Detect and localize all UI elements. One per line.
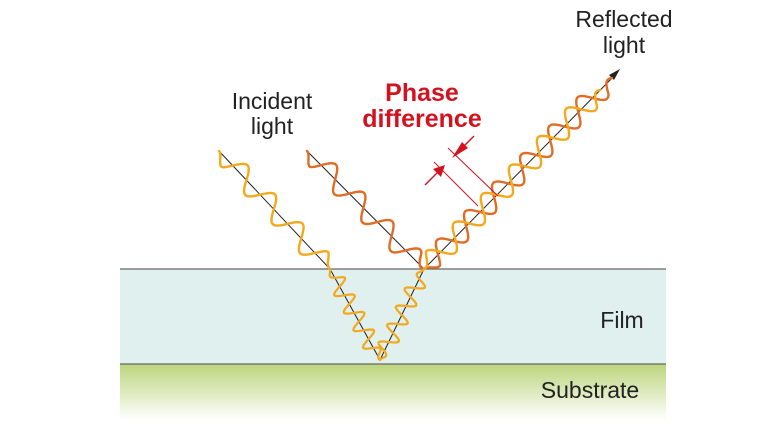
light-waves — [217, 76, 614, 362]
substrate-layer — [120, 364, 666, 420]
phase-arrow-shaft-2 — [424, 171, 439, 186]
incident-label-line2: light — [251, 113, 294, 139]
refracted-ray-down — [329, 268, 381, 361]
film-wave-down — [328, 267, 382, 362]
phase-guide-1 — [447, 147, 499, 197]
film-wave-up — [377, 267, 427, 362]
phase-arrowhead-1 — [452, 142, 468, 158]
incident-wave-yellow — [217, 149, 332, 271]
reflected-wave-orange — [422, 76, 614, 271]
reflected-label-line2: light — [603, 32, 646, 58]
reflected-label-line1: Reflected — [575, 6, 672, 32]
reflected-wave-yellow — [422, 88, 602, 271]
incident-wave-orange — [305, 149, 426, 271]
film-layer — [120, 269, 666, 364]
phase-difference-label-line2: difference — [362, 105, 482, 133]
phase-arrows-icon — [424, 135, 499, 207]
film-label: Film — [600, 307, 643, 333]
phase-arrowhead-2 — [433, 165, 445, 177]
incident-ray-2 — [306, 150, 425, 270]
substrate-label: Substrate — [541, 377, 639, 403]
phase-difference-label-line1: Phase — [385, 79, 459, 107]
incident-label-line1: Incident — [232, 88, 313, 114]
reflected-ray — [423, 72, 618, 270]
